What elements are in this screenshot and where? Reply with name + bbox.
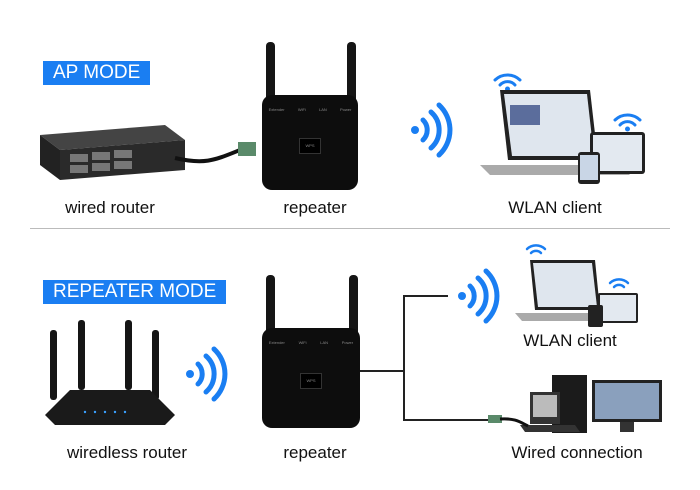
ap-mode-badge: AP MODE xyxy=(43,61,151,85)
section-divider xyxy=(30,228,670,229)
connection-line xyxy=(360,370,404,372)
wireless-router-image xyxy=(45,320,175,425)
led-label: WiFi xyxy=(297,107,306,112)
led-label: WiFi xyxy=(298,340,307,345)
antenna-right xyxy=(349,275,358,350)
wlan-client-devices xyxy=(480,73,645,184)
repeater-device: Extender WiFi LAN Power WPS xyxy=(262,328,360,428)
led-label: Power xyxy=(341,340,354,345)
antenna-right xyxy=(347,42,356,112)
wireless-router-label: wiredless router xyxy=(67,443,187,462)
repeater-label: repeater xyxy=(283,198,347,217)
wired-router-image xyxy=(40,125,256,180)
repeater-label: repeater xyxy=(283,443,347,462)
wlan-client-label: WLAN client xyxy=(508,198,602,217)
led-label: Extender xyxy=(268,340,285,345)
led-label: Power xyxy=(340,107,352,112)
wired-router-label: wired router xyxy=(65,198,155,217)
wired-connection-label: Wired connection xyxy=(511,443,643,462)
antenna-left xyxy=(266,42,275,112)
wifi-signal-icon xyxy=(458,268,500,324)
repeater-device: Extender WiFi LAN Power WPS xyxy=(262,95,358,190)
repeater-mode-badge: REPEATER MODE xyxy=(43,280,227,304)
led-label: LAN xyxy=(319,107,327,112)
wps-button: WPS xyxy=(300,373,322,389)
led-label: Extender xyxy=(268,107,285,112)
wlan-client-label: WLAN client xyxy=(523,331,617,350)
wlan-client-devices xyxy=(515,244,638,327)
connection-line xyxy=(403,295,405,421)
connection-line xyxy=(403,295,448,297)
connection-line xyxy=(403,419,488,421)
wired-pc-devices xyxy=(488,375,662,433)
wifi-signal-icon xyxy=(411,102,453,158)
antenna-left xyxy=(266,275,275,350)
wps-button: WPS xyxy=(299,137,321,154)
wifi-signal-icon xyxy=(186,346,228,402)
led-label: LAN xyxy=(320,340,329,345)
